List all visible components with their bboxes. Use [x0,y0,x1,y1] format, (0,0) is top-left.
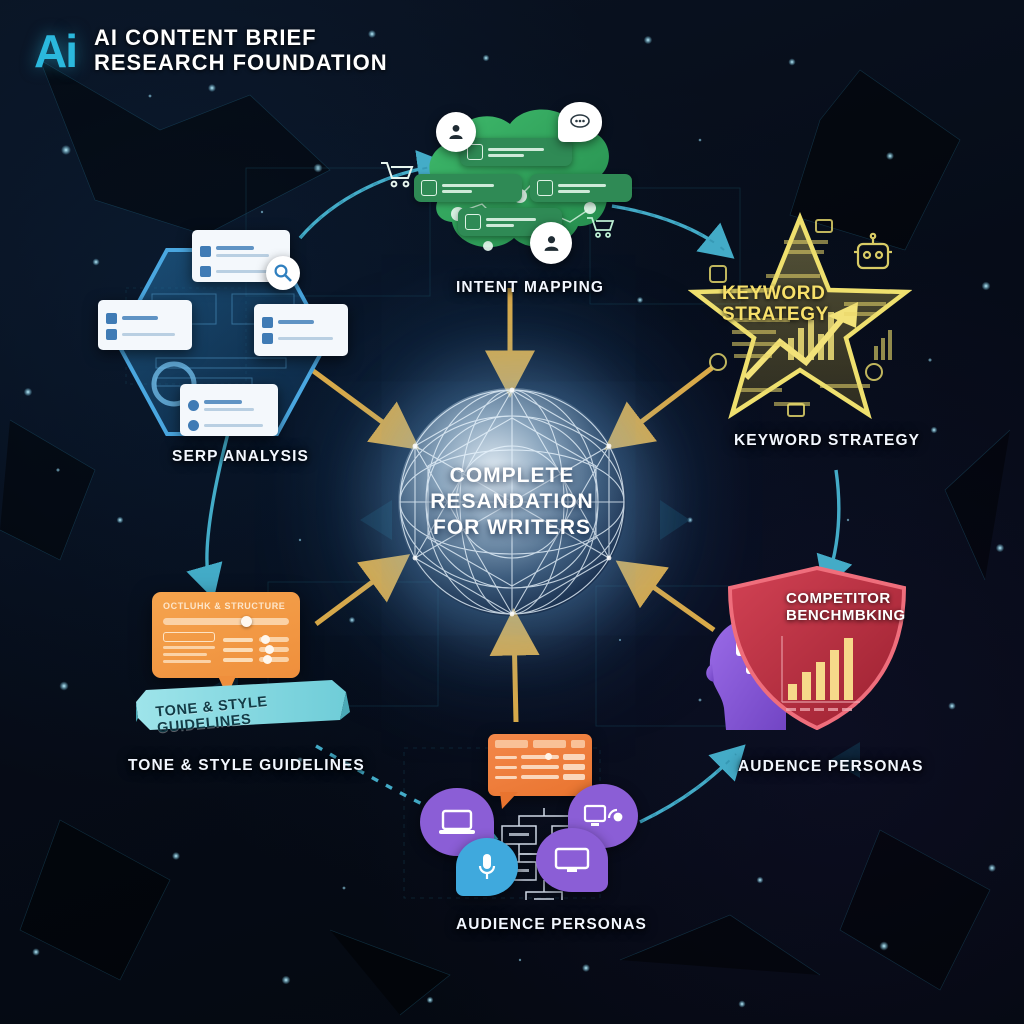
document-icon [467,144,483,160]
title-line-1: AI CONTENT BRIEF [94,25,317,50]
star-text-line-1: KEYWORD [722,283,826,304]
list-icon [537,180,553,196]
label-intent-mapping: INTENT MAPPING [456,279,605,296]
node-serp-analysis[interactable] [98,230,348,442]
outline-card-title: OCTLUHK & STRUCTURE [163,601,286,611]
personas-settings-panel[interactable] [488,734,592,796]
user-icon [436,112,476,152]
label-audience-personas-bottom: AUDIENCE PERSONAS [456,916,647,933]
brand-header: Ai AI CONTENT BRIEF RESEARCH FOUNDATION [34,24,388,77]
outline-main-slider[interactable] [163,616,289,627]
label-tone-style-guidelines: TONE & STYLE GUIDELINES [128,757,365,774]
node-intent-mapping[interactable] [381,96,632,268]
page-title: AI CONTENT BRIEF RESEARCH FOUNDATION [94,25,388,76]
shield-text-line-1: COMPETITOR [786,590,891,607]
search-icon [266,256,300,290]
intent-chip[interactable] [530,174,632,202]
label-serp-analysis: SERP ANALYSIS [172,448,309,465]
star-text-line-2: STRATEGY [722,304,829,326]
serp-result-card[interactable] [98,300,192,350]
download-icon [421,180,437,196]
star-inner-text: KEYWORD STRATEGY [722,283,829,326]
cart-icon [587,217,615,238]
center-line-3: FOR WRITERS [433,516,591,539]
intent-chip[interactable] [460,138,572,166]
title-line-2: RESEARCH FOUNDATION [94,49,388,75]
shield-inner-text: COMPETITOR BENCHMBKING [786,590,906,625]
node-audience-personas[interactable] [412,732,642,900]
display-icon [536,828,608,892]
shield-text-line-2: BENCHMBKING [786,607,906,625]
chat-bubble-icon [558,102,602,142]
persona-icon [530,222,572,264]
center-line-1: COMPLETE [449,464,575,487]
shopping-cart-icon [381,162,414,188]
serp-result-card[interactable] [180,384,278,436]
ai-logo: Ai [34,24,78,77]
serp-result-card[interactable] [254,304,348,356]
center-sphere-text: COMPLETE RESANDATION FOR WRITERS [398,388,626,616]
microphone-icon [456,838,518,896]
label-audience-personas-right: AUDENCE PERSONAS [738,758,924,775]
card-icon [465,214,481,230]
node-outline-structure[interactable]: OCTLUHK & STRUCTURE [152,592,300,696]
intent-chip[interactable] [414,174,522,202]
label-keyword-strategy: KEYWORD STRATEGY [734,432,921,449]
center-line-2: RESANDATION [430,490,594,513]
